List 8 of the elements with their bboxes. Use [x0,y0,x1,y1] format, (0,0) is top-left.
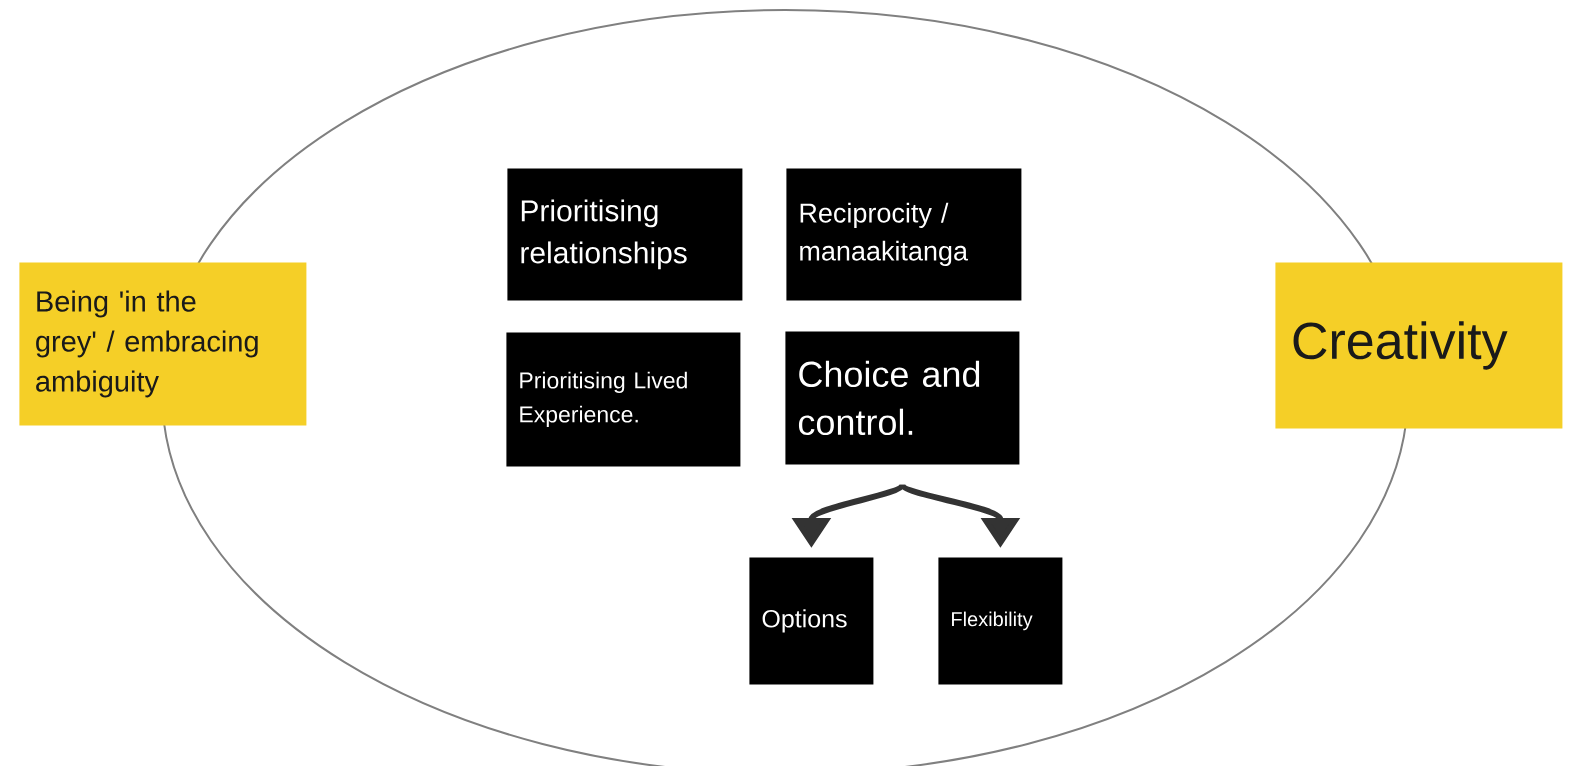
text-box: Prioritising Lived Experience. [506,332,741,467]
text-box: Prioritising relationships [507,168,743,301]
text-box: Options [749,557,874,685]
sticky-note: Being 'in the grey' / embracing ambiguity [19,262,307,426]
text-box: Flexibility [938,557,1063,685]
sticky-note: Creativity [1275,262,1563,429]
text-box: Choice and control. [785,331,1020,465]
text-box: Reciprocity / manaakitanga [786,168,1022,301]
